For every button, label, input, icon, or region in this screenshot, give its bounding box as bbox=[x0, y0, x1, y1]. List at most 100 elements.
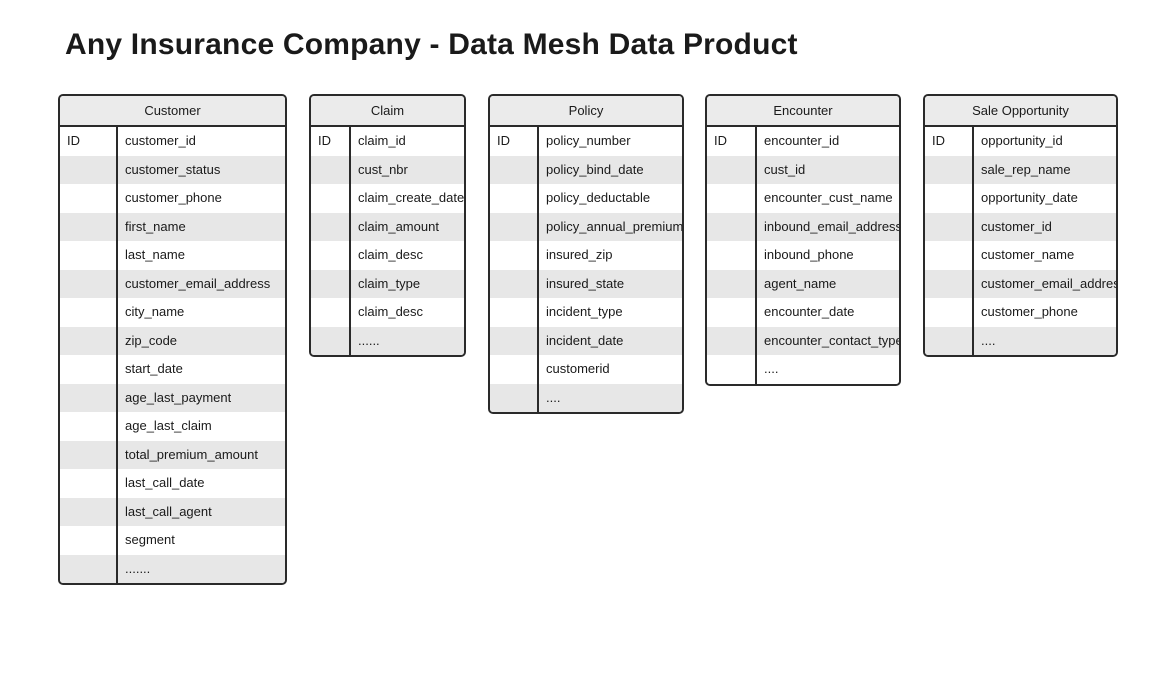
field-cell: claim_id bbox=[358, 133, 406, 148]
table-row: claim_type bbox=[311, 269, 464, 298]
key-cell bbox=[60, 355, 118, 384]
table-row: customer_id bbox=[925, 212, 1116, 241]
field-cell: claim_create_date bbox=[358, 190, 464, 205]
field-cell: .... bbox=[981, 332, 996, 348]
field-cell: opportunity_id bbox=[981, 133, 1063, 148]
field-cell: age_last_payment bbox=[125, 389, 232, 405]
entity-header-customer: Customer bbox=[60, 96, 285, 127]
field-cell: last_call_agent bbox=[125, 503, 212, 519]
table-row: customer_name bbox=[925, 241, 1116, 270]
key-cell: ID bbox=[490, 127, 539, 156]
table-row: customer_phone bbox=[925, 298, 1116, 327]
key-cell bbox=[707, 241, 757, 270]
field-cell: city_name bbox=[125, 304, 185, 319]
table-row: segment bbox=[60, 526, 285, 555]
key-cell bbox=[60, 497, 118, 526]
field-cell: agent_name bbox=[764, 275, 837, 291]
key-cell: ID bbox=[60, 127, 118, 156]
key-cell bbox=[311, 298, 351, 327]
key-cell bbox=[925, 241, 974, 270]
key-cell bbox=[311, 326, 351, 355]
table-row: customer_status bbox=[60, 155, 285, 184]
key-cell bbox=[60, 526, 118, 555]
table-row: cust_id bbox=[707, 155, 899, 184]
table-row: incident_type bbox=[490, 298, 682, 327]
table-row: inbound_phone bbox=[707, 241, 899, 270]
key-cell bbox=[311, 184, 351, 213]
field-cell: claim_desc bbox=[358, 304, 424, 319]
key-cell bbox=[60, 212, 118, 241]
table-row: total_premium_amount bbox=[60, 440, 285, 469]
field-cell: insured_state bbox=[546, 275, 625, 291]
table-row: .... bbox=[925, 326, 1116, 355]
key-cell bbox=[60, 412, 118, 441]
table-row: .... bbox=[490, 383, 682, 412]
key-cell bbox=[60, 440, 118, 469]
field-cell: last_name bbox=[125, 247, 185, 262]
field-cell: customer_name bbox=[981, 247, 1075, 262]
key-cell bbox=[311, 269, 351, 298]
table-row: policy_bind_date bbox=[490, 155, 682, 184]
key-cell bbox=[707, 155, 757, 184]
field-cell: policy_annual_premium bbox=[546, 218, 682, 234]
key-cell bbox=[490, 155, 539, 184]
field-cell: opportunity_date bbox=[981, 190, 1078, 205]
field-cell: sale_rep_name bbox=[981, 161, 1071, 177]
table-row: customer_email_address bbox=[925, 269, 1116, 298]
key-cell bbox=[707, 355, 757, 384]
key-cell bbox=[60, 155, 118, 184]
field-cell: ...... bbox=[358, 332, 380, 348]
key-cell bbox=[925, 298, 974, 327]
key-cell bbox=[707, 269, 757, 298]
table-row: claim_create_date bbox=[311, 184, 464, 213]
field-cell: encounter_cust_name bbox=[764, 190, 893, 205]
field-cell: customer_phone bbox=[125, 190, 222, 205]
key-cell bbox=[490, 298, 539, 327]
key-cell bbox=[311, 155, 351, 184]
field-cell: zip_code bbox=[125, 332, 178, 348]
field-cell: incident_date bbox=[546, 332, 624, 348]
field-cell: claim_desc bbox=[358, 247, 424, 262]
field-cell: cust_id bbox=[764, 161, 806, 177]
key-cell bbox=[490, 241, 539, 270]
table-row: age_last_payment bbox=[60, 383, 285, 412]
table-row: last_call_agent bbox=[60, 497, 285, 526]
key-cell bbox=[490, 326, 539, 355]
table-row: city_name bbox=[60, 298, 285, 327]
key-cell bbox=[707, 298, 757, 327]
field-cell: customer_id bbox=[981, 218, 1052, 234]
field-cell: total_premium_amount bbox=[125, 446, 258, 462]
key-cell bbox=[707, 212, 757, 241]
field-cell: claim_amount bbox=[358, 218, 439, 234]
entity-rows-sale-opportunity: ID opportunity_id sale_rep_name opportunity… bbox=[925, 127, 1116, 355]
field-cell: policy_deductable bbox=[546, 190, 651, 205]
key-cell bbox=[925, 155, 974, 184]
table-row: last_name bbox=[60, 241, 285, 270]
key-cell bbox=[60, 298, 118, 327]
field-cell: encounter_date bbox=[764, 304, 855, 319]
field-cell: ....... bbox=[125, 560, 151, 576]
table-row: sale_rep_name bbox=[925, 155, 1116, 184]
field-cell: .... bbox=[764, 361, 779, 376]
table-row: last_call_date bbox=[60, 469, 285, 498]
key-cell bbox=[490, 383, 539, 412]
field-cell: customer_phone bbox=[981, 304, 1078, 319]
key-cell bbox=[311, 241, 351, 270]
key-cell: ID bbox=[925, 127, 974, 156]
table-row: encounter_cust_name bbox=[707, 184, 899, 213]
field-cell: segment bbox=[125, 532, 175, 547]
key-cell bbox=[60, 241, 118, 270]
table-row: zip_code bbox=[60, 326, 285, 355]
table-row: claim_amount bbox=[311, 212, 464, 241]
key-cell bbox=[707, 184, 757, 213]
table-row: agent_name bbox=[707, 269, 899, 298]
key-cell bbox=[707, 326, 757, 355]
